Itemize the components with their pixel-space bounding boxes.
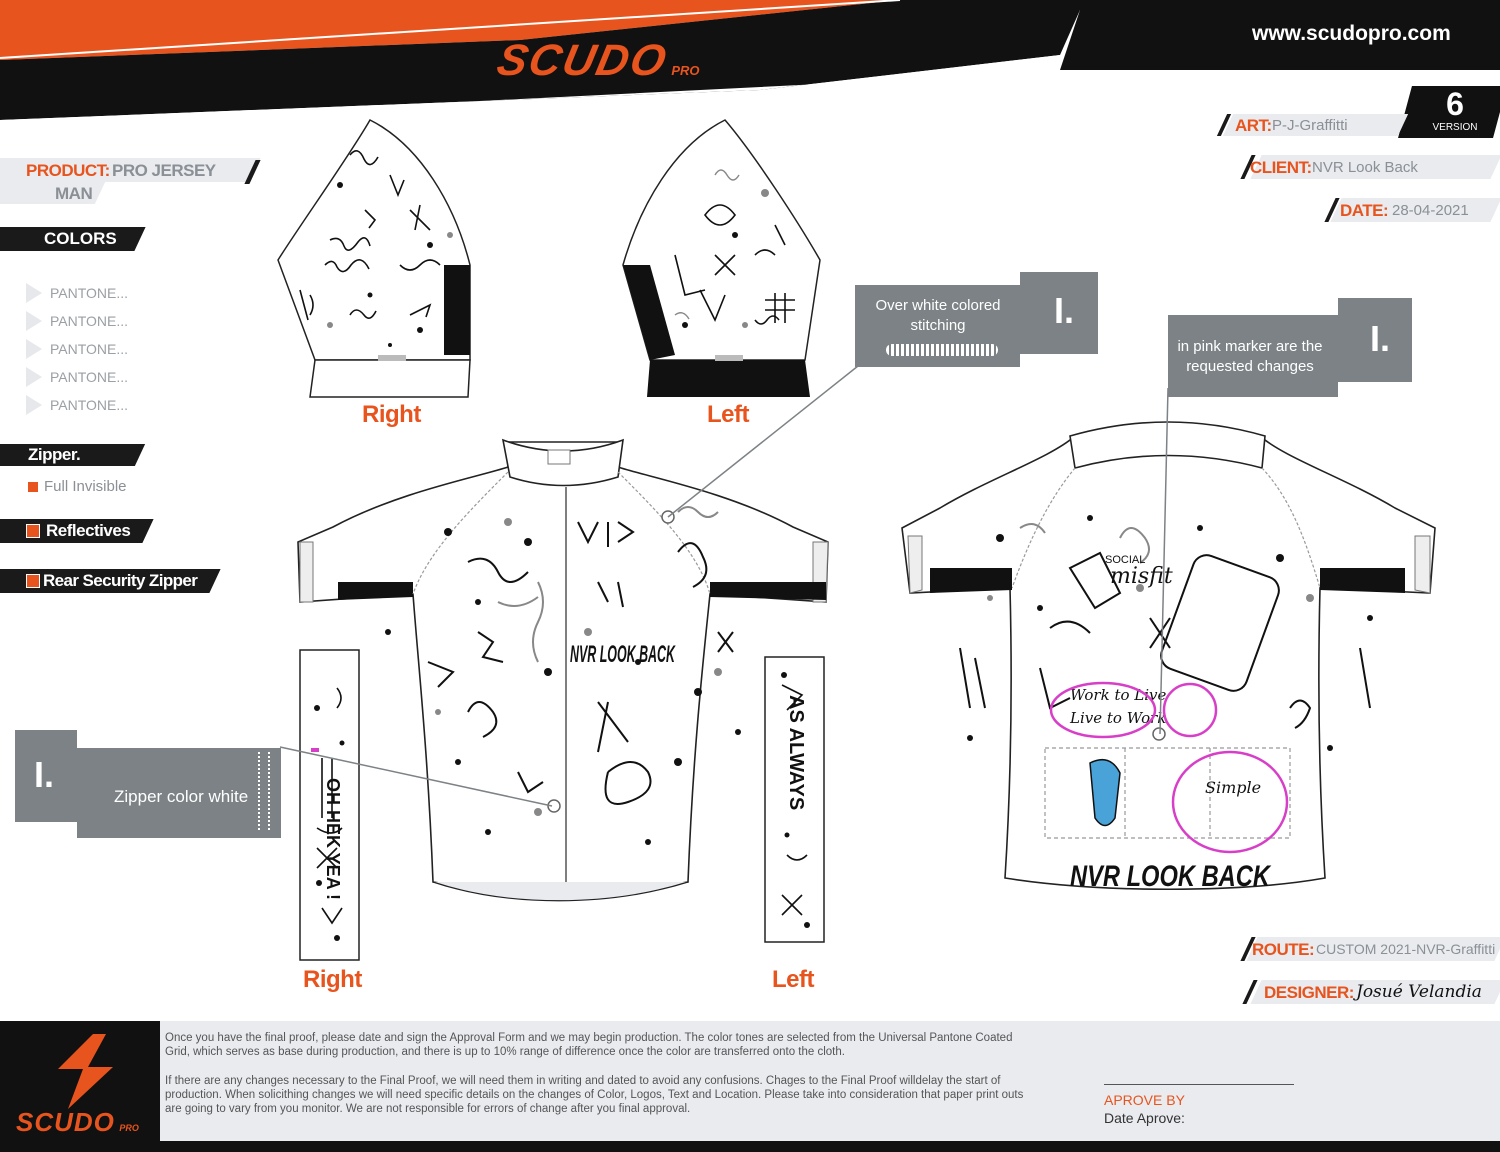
right-sleeve-drawing [277, 119, 471, 398]
svg-text:OH HEK YEA !: OH HEK YEA ! [323, 778, 343, 900]
pantone-item[interactable]: PANTONE... [26, 391, 128, 419]
pantone-item[interactable]: PANTONE... [26, 307, 128, 335]
version-number: 6 [1446, 86, 1464, 122]
svg-text:Simple: Simple [1205, 778, 1261, 797]
stitching-pattern-icon [886, 344, 998, 356]
zipper-option[interactable]: Full Invisible [28, 478, 127, 495]
sleeve-left-label: Left [707, 401, 750, 428]
pantone-item[interactable]: PANTONE... [26, 279, 128, 307]
website[interactable]: www.scudopro.com [1252, 22, 1451, 45]
footer: SCUDO PRO Once you have the final proof,… [0, 1021, 1500, 1152]
zipper-icon [258, 752, 270, 830]
checkbox-icon [26, 524, 40, 538]
version-label: VERSION [1432, 122, 1478, 133]
side-right-label: Right [303, 966, 362, 993]
back-jersey-drawing: SOCIAL misfit Work to Live Live to Work … [901, 421, 1436, 893]
side-left-label: Left [772, 966, 815, 993]
approve-field[interactable]: APROVE BY Date Aprove: [1104, 1084, 1294, 1126]
scudo-logo-icon [58, 1034, 113, 1109]
checkbox-icon [26, 574, 40, 588]
svg-text:misfit: misfit [1110, 564, 1173, 589]
version-box: 6 VERSION [1398, 86, 1500, 138]
sleeve-right-label: Right [362, 401, 421, 428]
selected-square-icon [28, 481, 38, 492]
svg-text:NVR LOOK BACK: NVR LOOK BACK [1070, 860, 1272, 893]
brand-logo: SCUDO PRO [492, 36, 700, 85]
svg-text:AS ALWAYS: AS ALWAYS [785, 695, 807, 810]
svg-text:NVR LOOK BACK: NVR LOOK BACK [570, 641, 676, 668]
zipper-title: Zipper. [28, 445, 81, 464]
footer-para1: Once you have the final proof, please da… [165, 1032, 1013, 1058]
colors-title: COLORS [44, 229, 117, 248]
footer-brand: SCUDO PRO [16, 1107, 139, 1137]
pantone-item[interactable]: PANTONE... [26, 363, 128, 391]
pantone-list: PANTONE... PANTONE... PANTONE... PANTONE… [26, 279, 128, 419]
pantone-item[interactable]: PANTONE... [26, 335, 128, 363]
left-sleeve-drawing [622, 119, 821, 397]
footer-para2: If there are any changes necessary to th… [165, 1075, 1024, 1115]
header-banner [0, 0, 1500, 125]
left-side-panel-drawing: AS ALWAYS [764, 656, 825, 943]
svg-text:Live to Work: Live to Work [1069, 709, 1166, 727]
footer-logo-block: SCUDO PRO [0, 1021, 160, 1152]
svg-text:Work to Live: Work to Live [1070, 686, 1167, 704]
front-jersey-drawing: NVR LOOK BACK [297, 438, 829, 902]
svg-text:SOCIAL: SOCIAL [1105, 554, 1145, 566]
